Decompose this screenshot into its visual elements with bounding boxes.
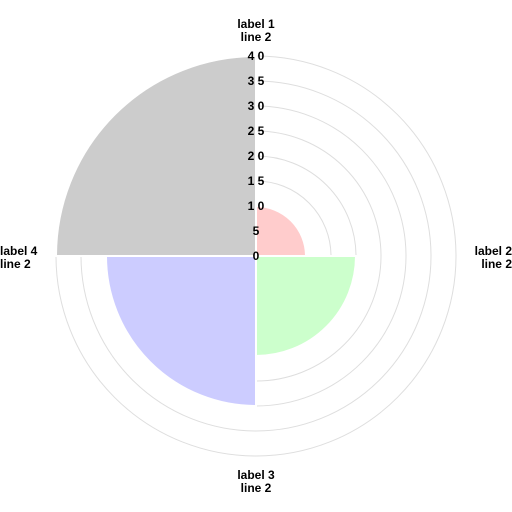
segment-4 — [54, 54, 257, 257]
segment-1 — [255, 204, 308, 257]
radial-tick-label: 3 5 — [248, 74, 265, 88]
radial-tick-label: 3 0 — [248, 99, 265, 113]
radial-tick-label: 4 0 — [248, 49, 265, 63]
radial-tick-label: 1 0 — [248, 199, 265, 213]
radial-tick-label: 2 0 — [248, 149, 265, 163]
radial-tick-label: 0 — [253, 249, 260, 263]
radial-tick-label: 2 5 — [248, 124, 265, 138]
chart-segments — [54, 54, 358, 408]
segment-3 — [104, 255, 257, 408]
category-label-line2: line 2 — [241, 481, 272, 495]
radial-tick-labels: 0 5 1 0 1 5 2 0 2 5 3 0 3 5 4 0 — [248, 49, 265, 263]
category-label-line2: line 2 — [481, 257, 512, 271]
category-label-line1: label 3 — [237, 468, 275, 482]
segment-2 — [255, 255, 358, 358]
category-label-line2: line 2 — [0, 257, 31, 271]
radial-tick-label: 1 5 — [248, 174, 265, 188]
category-label-line1: label 1 — [237, 17, 275, 31]
category-label-line1: label 4 — [0, 244, 38, 258]
radial-tick-label: 5 — [253, 224, 260, 238]
category-label-line2: line 2 — [241, 30, 272, 44]
category-label-line1: label 2 — [475, 244, 512, 258]
